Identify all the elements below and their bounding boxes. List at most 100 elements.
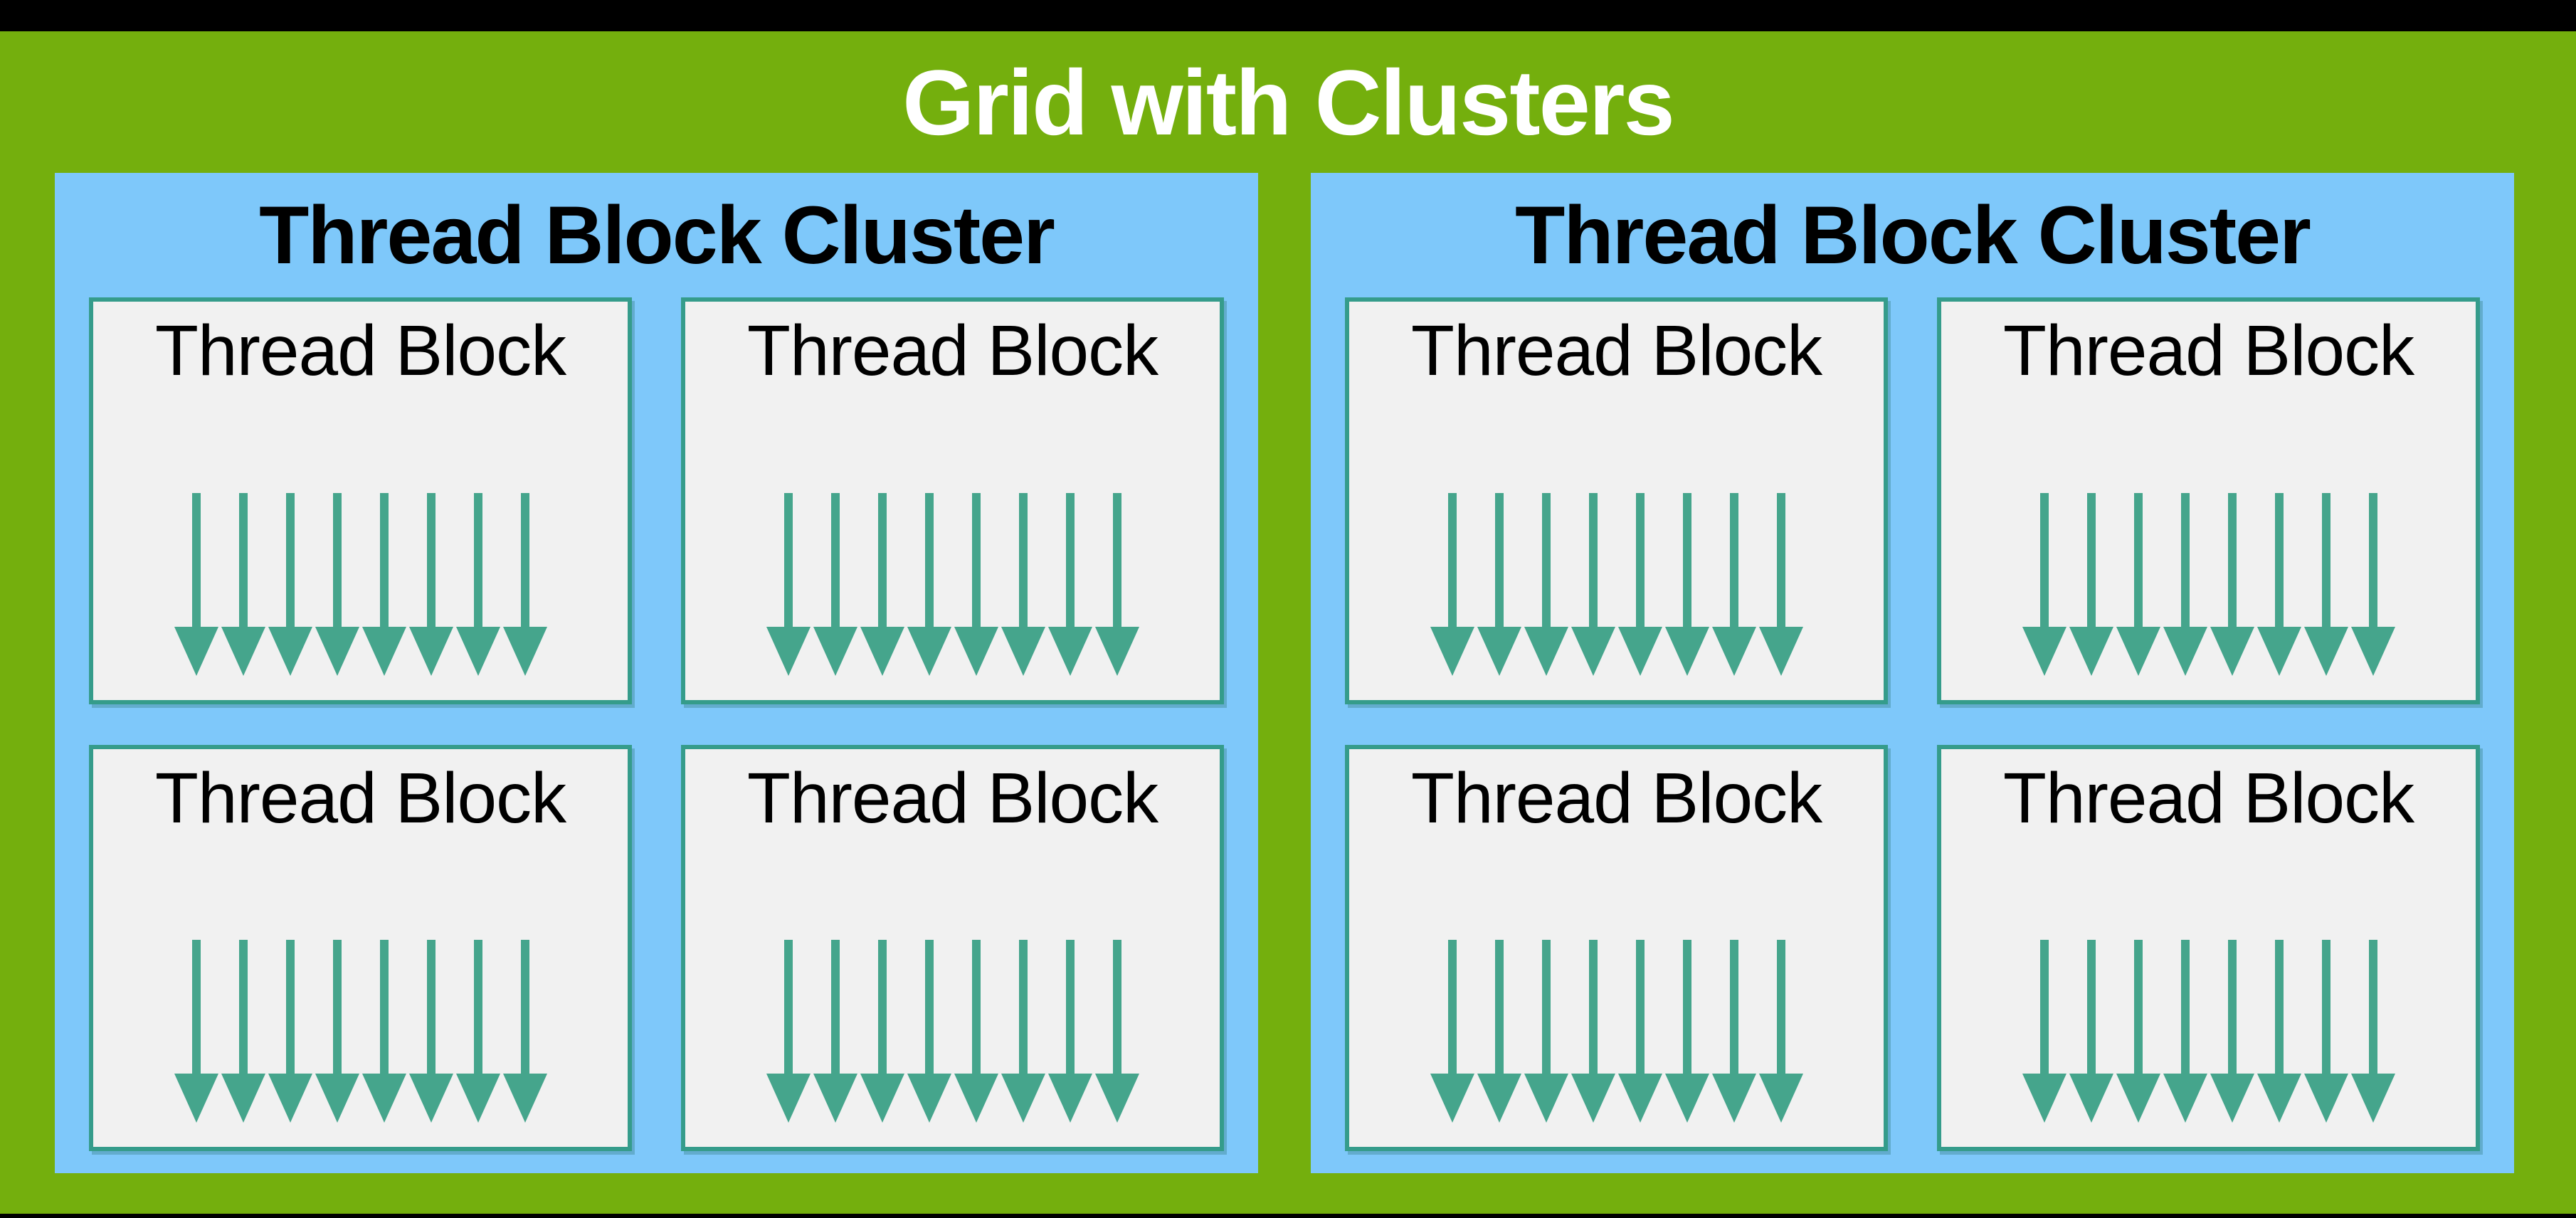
arrow-tail — [830, 492, 840, 627]
thread-block-title: Thread Block — [2002, 311, 2414, 391]
down-arrow-icon — [1524, 492, 1568, 676]
arrow-head — [2069, 1074, 2113, 1123]
arrow-tail — [520, 940, 529, 1074]
thread-arrows — [93, 492, 628, 676]
down-arrow-icon — [361, 492, 406, 676]
down-arrow-icon — [1001, 492, 1045, 676]
arrow-head — [1571, 1074, 1615, 1123]
down-arrow-icon — [954, 940, 998, 1123]
arrow-tail — [473, 492, 482, 627]
down-arrow-icon — [221, 940, 265, 1123]
cluster-blocks-grid: Thread Block Thread Block — [1345, 297, 2480, 1151]
arrow-head — [1711, 626, 1756, 676]
down-arrow-icon — [2069, 492, 2113, 676]
down-arrow-icon — [766, 940, 811, 1123]
down-arrow-icon — [1001, 940, 1045, 1123]
arrow-head — [1430, 1074, 1474, 1123]
down-arrow-icon — [2163, 940, 2207, 1123]
arrow-head — [954, 626, 998, 676]
arrow-tail — [2321, 492, 2330, 627]
arrow-tail — [783, 940, 793, 1074]
down-arrow-icon — [1617, 492, 1662, 676]
thread-block: Thread Block — [681, 744, 1224, 1151]
arrow-tail — [1018, 940, 1028, 1074]
arrow-head — [907, 626, 951, 676]
down-arrow-icon — [1094, 492, 1139, 676]
arrow-head — [1001, 626, 1045, 676]
arrow-head — [2350, 626, 2395, 676]
arrow-head — [2163, 1074, 2207, 1123]
arrow-tail — [1635, 492, 1645, 627]
arrow-tail — [1447, 940, 1457, 1074]
cluster-title: Thread Block Cluster — [1515, 189, 2311, 281]
down-arrow-icon — [1094, 940, 1139, 1123]
arrow-head — [1477, 626, 1521, 676]
arrow-tail — [1729, 492, 1738, 627]
arrow-head — [1477, 1074, 1521, 1123]
arrow-head — [2210, 1074, 2254, 1123]
down-arrow-icon — [954, 492, 998, 676]
arrow-tail — [1776, 940, 1785, 1074]
clusters-row: Thread Block Cluster Thread Block Th — [55, 173, 2514, 1173]
thread-block-title: Thread Block — [746, 758, 1158, 838]
arrow-tail — [1541, 940, 1551, 1074]
arrow-head — [1094, 1074, 1139, 1123]
arrow-head — [2022, 626, 2066, 676]
thread-arrows — [93, 940, 628, 1123]
thread-block: Thread Block — [1345, 744, 1888, 1151]
arrow-tail — [1018, 492, 1028, 627]
arrow-tail — [191, 940, 201, 1074]
arrow-tail — [924, 940, 934, 1074]
down-arrow-icon — [1758, 940, 1803, 1123]
arrow-head — [1524, 1074, 1568, 1123]
down-arrow-icon — [1711, 940, 1756, 1123]
arrow-tail — [783, 492, 793, 627]
down-arrow-icon — [174, 940, 218, 1123]
thread-block: Thread Block — [89, 744, 632, 1151]
arrow-head — [2256, 1074, 2301, 1123]
arrow-tail — [1447, 492, 1457, 627]
down-arrow-icon — [1430, 492, 1474, 676]
down-arrow-icon — [1664, 492, 1709, 676]
arrow-tail — [379, 492, 389, 627]
down-arrow-icon — [502, 492, 547, 676]
down-arrow-icon — [2163, 492, 2207, 676]
arrow-tail — [971, 940, 981, 1074]
down-arrow-icon — [2022, 492, 2066, 676]
arrow-head — [174, 626, 218, 676]
down-arrow-icon — [268, 492, 312, 676]
down-arrow-icon — [408, 940, 453, 1123]
arrow-tail — [1682, 492, 1691, 627]
down-arrow-icon — [2303, 940, 2348, 1123]
down-arrow-icon — [1664, 940, 1709, 1123]
arrow-tail — [1588, 940, 1598, 1074]
arrow-tail — [1729, 940, 1738, 1074]
arrow-head — [268, 1074, 312, 1123]
arrow-head — [315, 626, 359, 676]
arrow-head — [1430, 626, 1474, 676]
arrow-tail — [1541, 492, 1551, 627]
arrow-tail — [1682, 940, 1691, 1074]
arrow-head — [813, 1074, 857, 1123]
cluster-title: Thread Block Cluster — [259, 189, 1055, 281]
arrow-head — [221, 626, 265, 676]
down-arrow-icon — [2350, 492, 2395, 676]
arrow-tail — [2133, 492, 2143, 627]
arrow-head — [954, 1074, 998, 1123]
thread-block: Thread Block — [681, 297, 1224, 704]
arrow-tail — [2321, 940, 2330, 1074]
arrow-head — [315, 1074, 359, 1123]
arrow-head — [268, 626, 312, 676]
arrow-head — [1664, 1074, 1709, 1123]
arrow-head — [1664, 626, 1709, 676]
down-arrow-icon — [1758, 492, 1803, 676]
arrow-tail — [1588, 492, 1598, 627]
down-arrow-icon — [361, 940, 406, 1123]
down-arrow-icon — [2303, 492, 2348, 676]
down-arrow-icon — [1477, 940, 1521, 1123]
thread-block-title: Thread Block — [2002, 758, 2414, 838]
arrow-tail — [1065, 492, 1075, 627]
arrow-tail — [2368, 492, 2377, 627]
arrow-tail — [1776, 492, 1785, 627]
arrow-head — [502, 626, 547, 676]
